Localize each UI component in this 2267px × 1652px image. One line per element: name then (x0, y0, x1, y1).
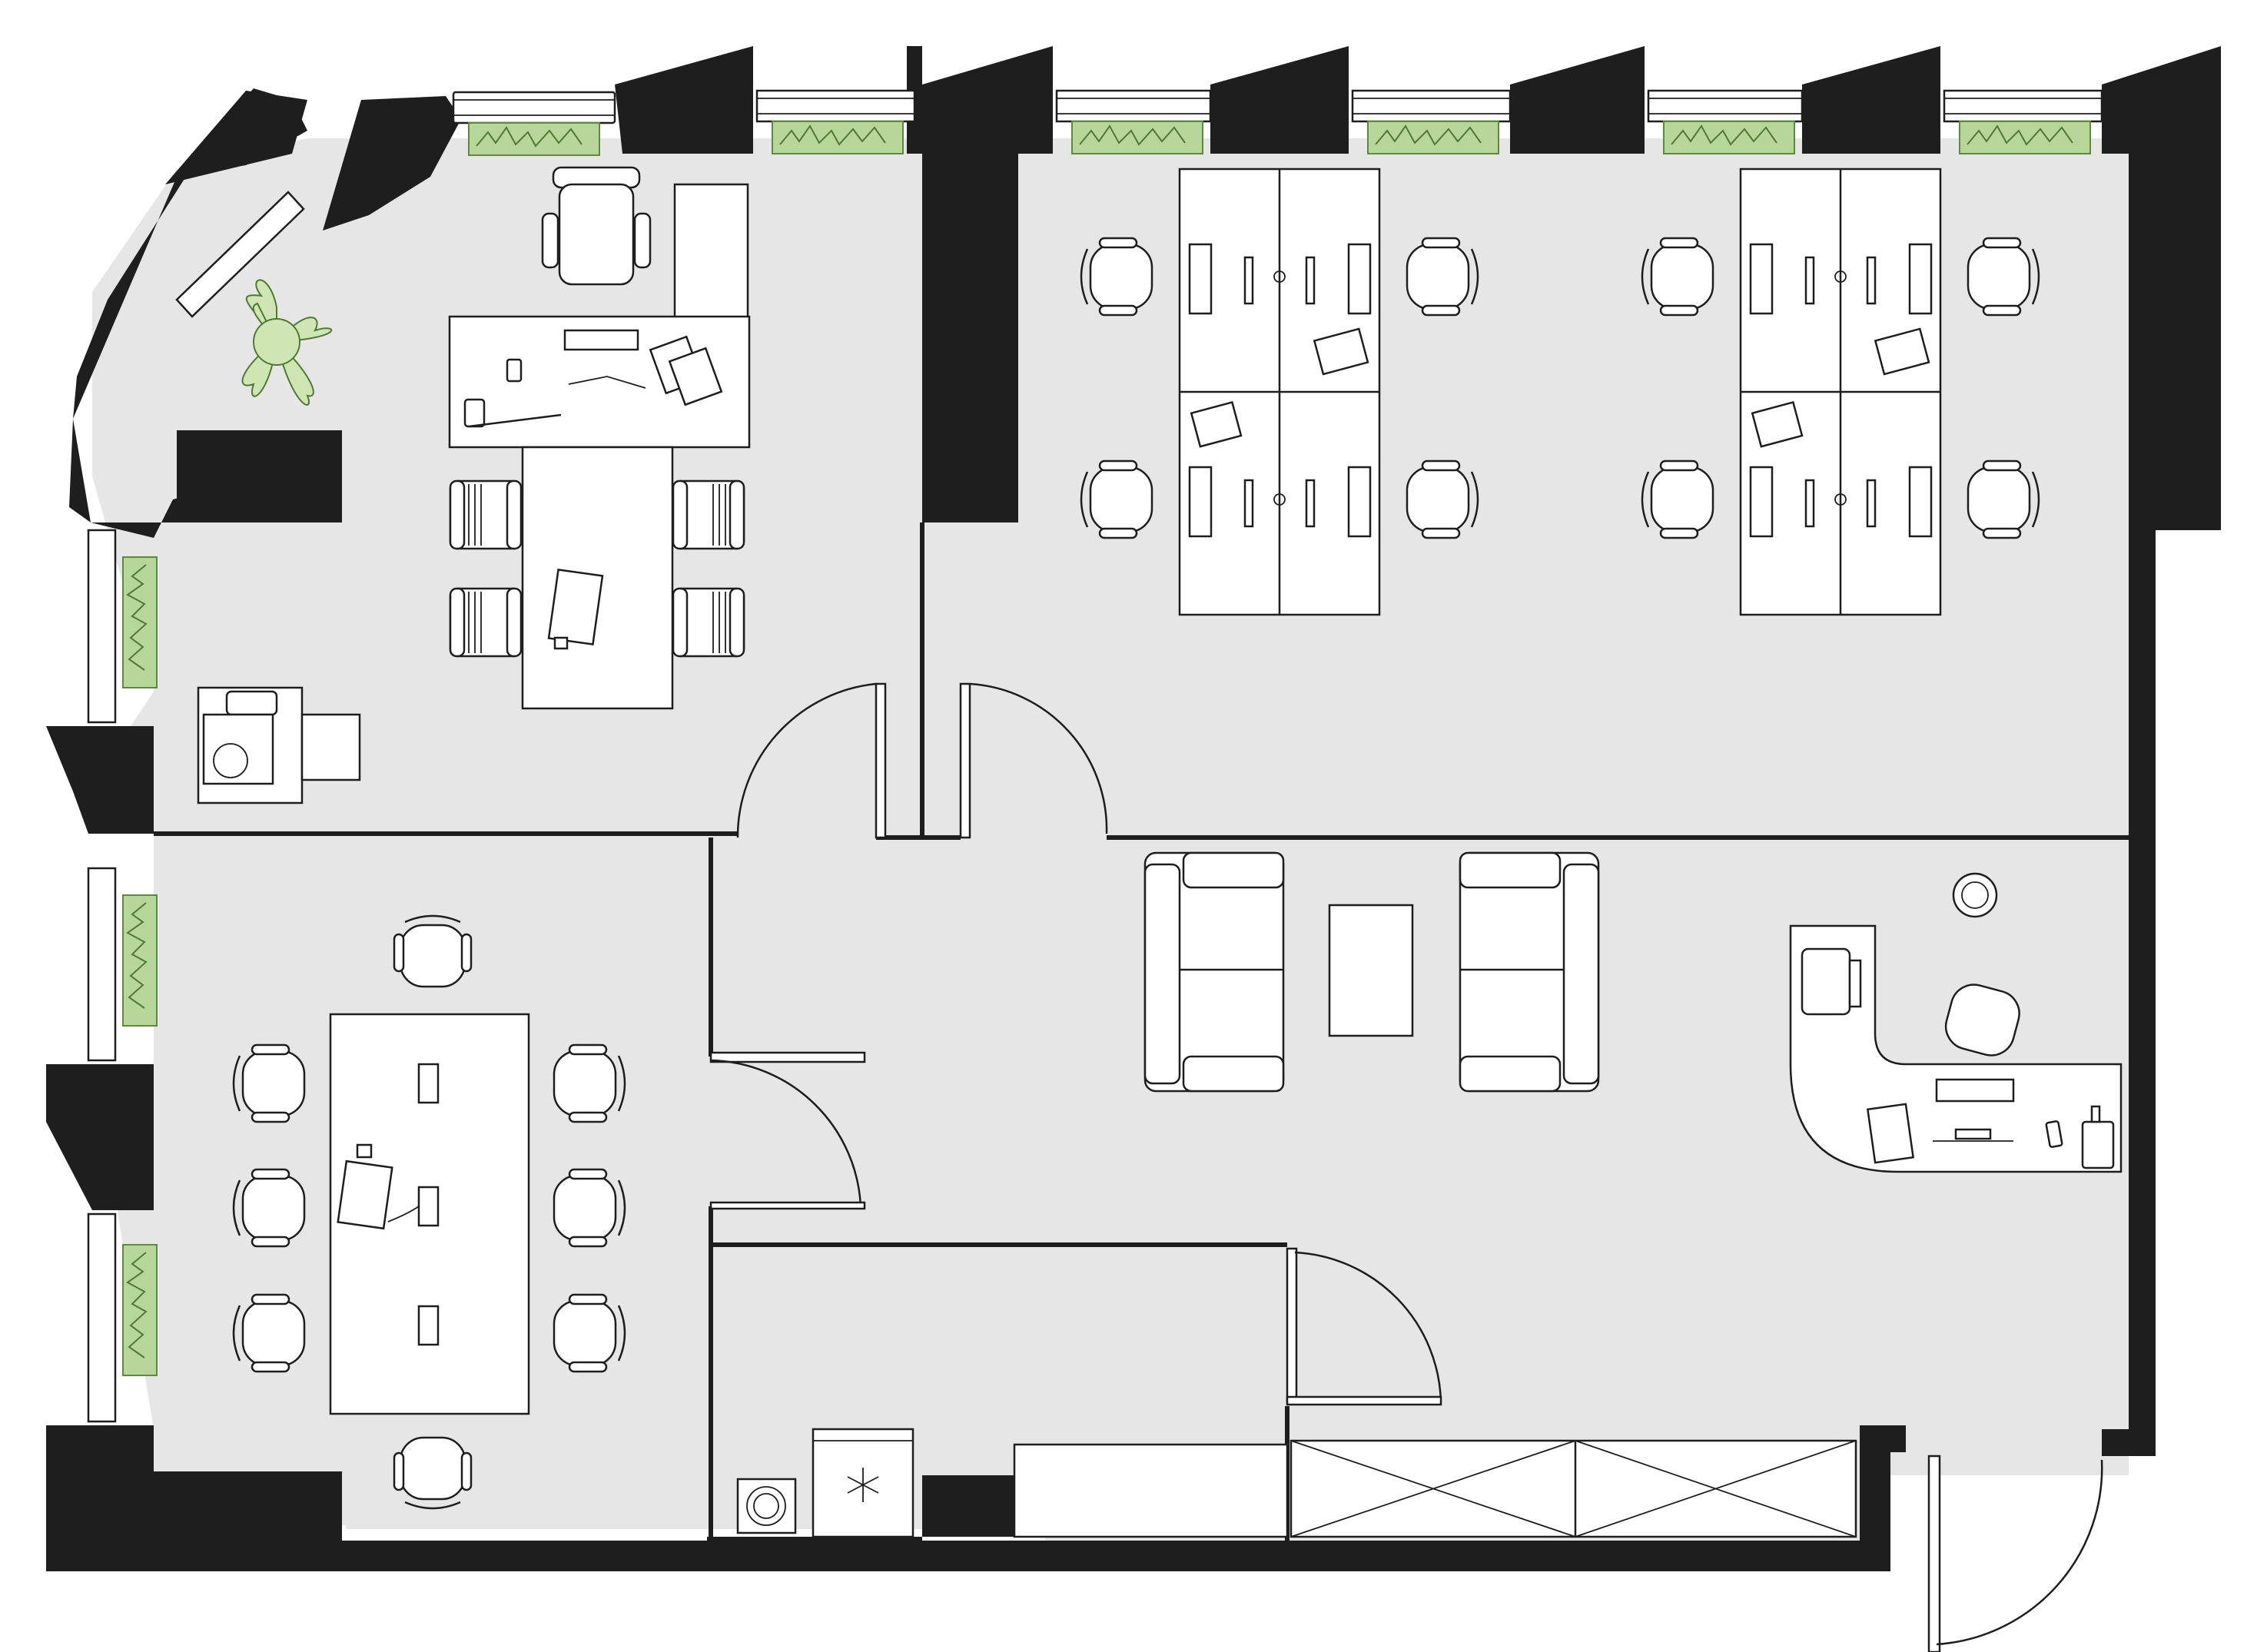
lounge (1143, 851, 1600, 1093)
executive-chair (541, 166, 652, 286)
desk-cluster-right (1641, 168, 2040, 616)
kitchen (736, 1428, 1857, 1538)
coffee-table (1328, 904, 1414, 1037)
sofa-left (1143, 851, 1285, 1093)
laptop (337, 1159, 393, 1230)
printer (197, 686, 361, 804)
potted-plant (241, 279, 333, 406)
wardrobe (1290, 1439, 1857, 1538)
fridge-icon (812, 1428, 914, 1538)
exterior-walls (46, 46, 2221, 1571)
laptop-icon (547, 568, 604, 646)
reception (1789, 872, 2123, 1173)
windows (87, 89, 2103, 1423)
counter (1013, 1443, 1289, 1538)
reception-chair (1944, 984, 2020, 1057)
sofa-right (1459, 851, 1600, 1093)
meeting-room (232, 914, 626, 1510)
desk-cluster-left (1080, 168, 1479, 616)
doors (709, 682, 2103, 1652)
water-cooler (1952, 872, 1998, 918)
executive-office (197, 166, 751, 804)
coffee-machine-icon (736, 1478, 797, 1534)
